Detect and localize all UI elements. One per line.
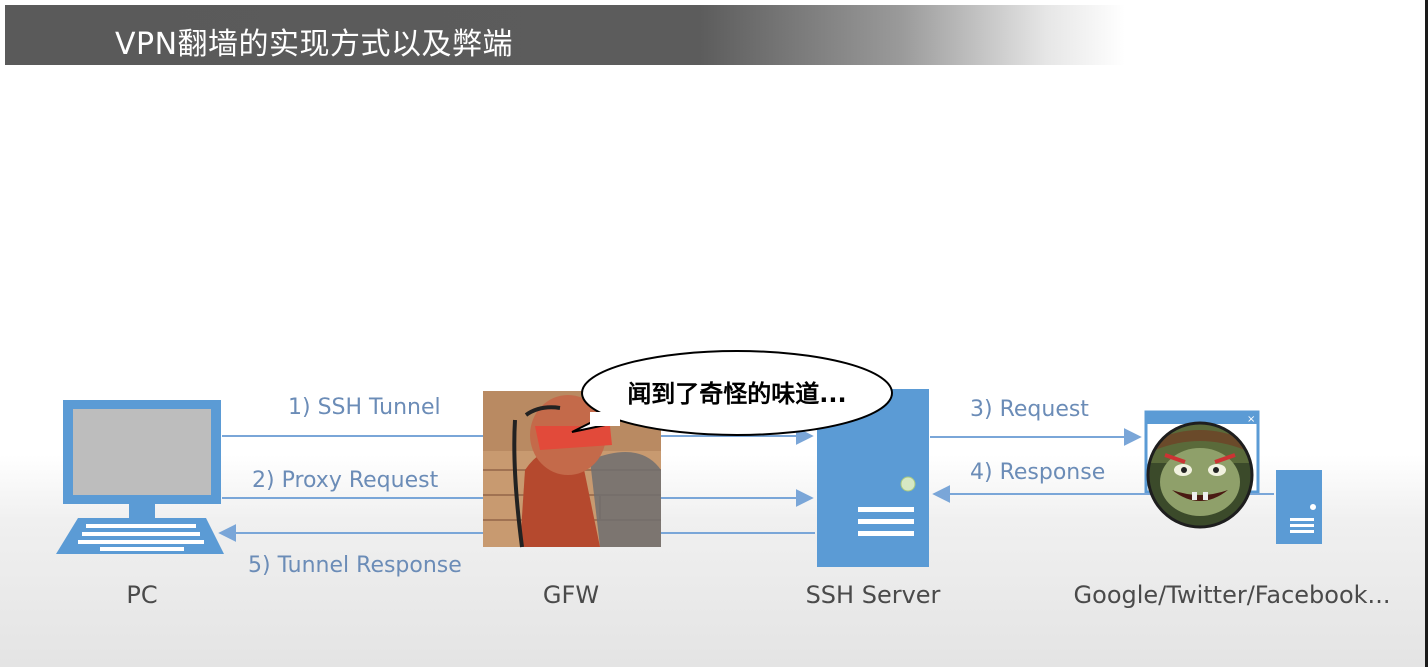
label-ssh-server: SSH Server: [806, 581, 941, 609]
clown-avatar-image: [1146, 421, 1254, 529]
window-edge: [1425, 0, 1428, 667]
label-ssh-tunnel: 1) SSH Tunnel: [288, 395, 441, 420]
label-response: 4) Response: [970, 460, 1105, 485]
label-request: 3) Request: [970, 397, 1089, 422]
title-bar: VPN翻墙的实现方式以及弊端: [5, 5, 1125, 65]
label-pc: PC: [126, 581, 157, 609]
label-tunnel-response: 5) Tunnel Response: [248, 553, 462, 578]
web-server-icon: [1276, 470, 1322, 544]
label-sites: Google/Twitter/Facebook...: [1074, 581, 1391, 609]
speech-bubble: 闻到了奇怪的味道...: [571, 350, 893, 436]
label-proxy-request: 2) Proxy Request: [252, 468, 439, 493]
slide-title: VPN翻墙的实现方式以及弊端: [115, 27, 514, 62]
speech-bubble-text: 闻到了奇怪的味道...: [627, 380, 846, 408]
svg-text:×: ×: [1247, 414, 1255, 425]
pc-computer-icon: [56, 400, 224, 554]
label-gfw: GFW: [543, 581, 599, 609]
